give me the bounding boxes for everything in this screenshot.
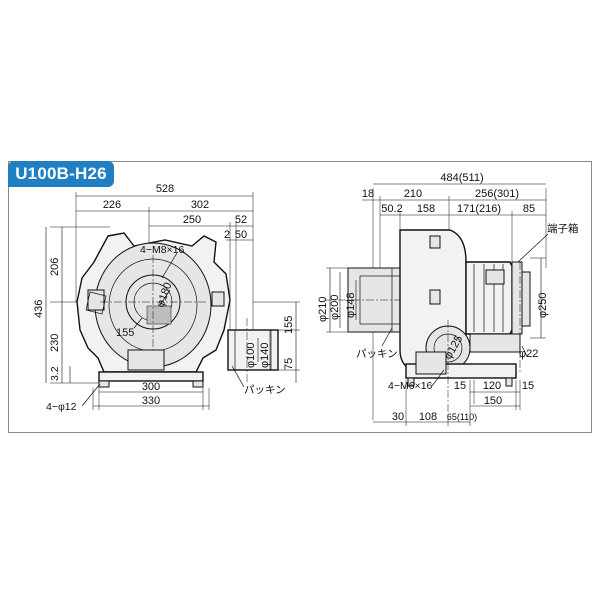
side-dim-15b: 15 [522,380,534,392]
front-base-32: 3.2 [49,366,61,381]
front-dim-2: 2 [224,229,230,241]
front-height-436: 436 [33,300,45,318]
front-foot-holes: 4−φ12 [46,401,77,413]
side-phi250: φ250 [537,293,549,319]
front-dim-155-left: 155 [116,327,134,339]
side-dim-15a: 15 [454,380,466,392]
terminal-box-label: 端子箱 [547,222,579,235]
side-dim-171: 171(216) [457,203,501,215]
side-phi200: φ200 [329,295,341,321]
front-outlet-dia-140: φ140 [259,343,271,369]
front-foot-330: 330 [142,395,160,407]
front-dim-50: 50 [235,229,247,241]
side-phi148: φ148 [345,293,357,319]
front-base-300: 300 [142,381,160,393]
side-dim-65: 65(110) [447,412,477,422]
side-bolt-spec: 4−M6×16 [388,380,433,392]
front-dim-302: 302 [191,199,209,211]
side-dim-120: 120 [483,380,501,392]
front-height-230: 230 [49,334,61,352]
side-phi210: φ210 [317,297,329,323]
side-dim-108: 108 [419,411,437,423]
side-phi22: φ22 [519,348,538,360]
front-gasket-label: パッキン [244,384,286,396]
front-dim-75: 75 [283,358,295,370]
side-dim-30: 30 [392,411,404,423]
front-dim-155-right: 155 [283,316,295,334]
front-dim-52: 52 [235,214,247,226]
side-dim-50-2: 50.2 [381,203,402,215]
side-dim-158: 158 [417,203,435,215]
side-dim-210: 210 [404,188,422,200]
model-badge: U100B-H26 [8,161,114,187]
side-dim-18: 18 [362,188,374,200]
side-dim-85: 85 [523,203,535,215]
front-bolt-spec: 4−M8×16 [140,244,185,256]
front-view: 528 226 302 250 52 2 50 4−M8×16 φ180 436… [33,183,300,413]
side-dim-256: 256(301) [475,188,519,200]
side-gasket-label: パッキン [356,348,398,360]
side-view: 484(511) 18 210 256(301) 50.2 158 171(21… [317,172,579,426]
model-label: U100B-H26 [15,164,107,183]
front-dim-250: 250 [183,214,201,226]
side-overall-484: 484(511) [440,172,483,184]
front-height-206: 206 [49,258,61,276]
front-dim-226: 226 [103,199,121,211]
side-dim-150: 150 [484,395,502,407]
front-outlet-dia-100: φ100 [245,343,257,369]
front-width-528: 528 [156,183,174,195]
